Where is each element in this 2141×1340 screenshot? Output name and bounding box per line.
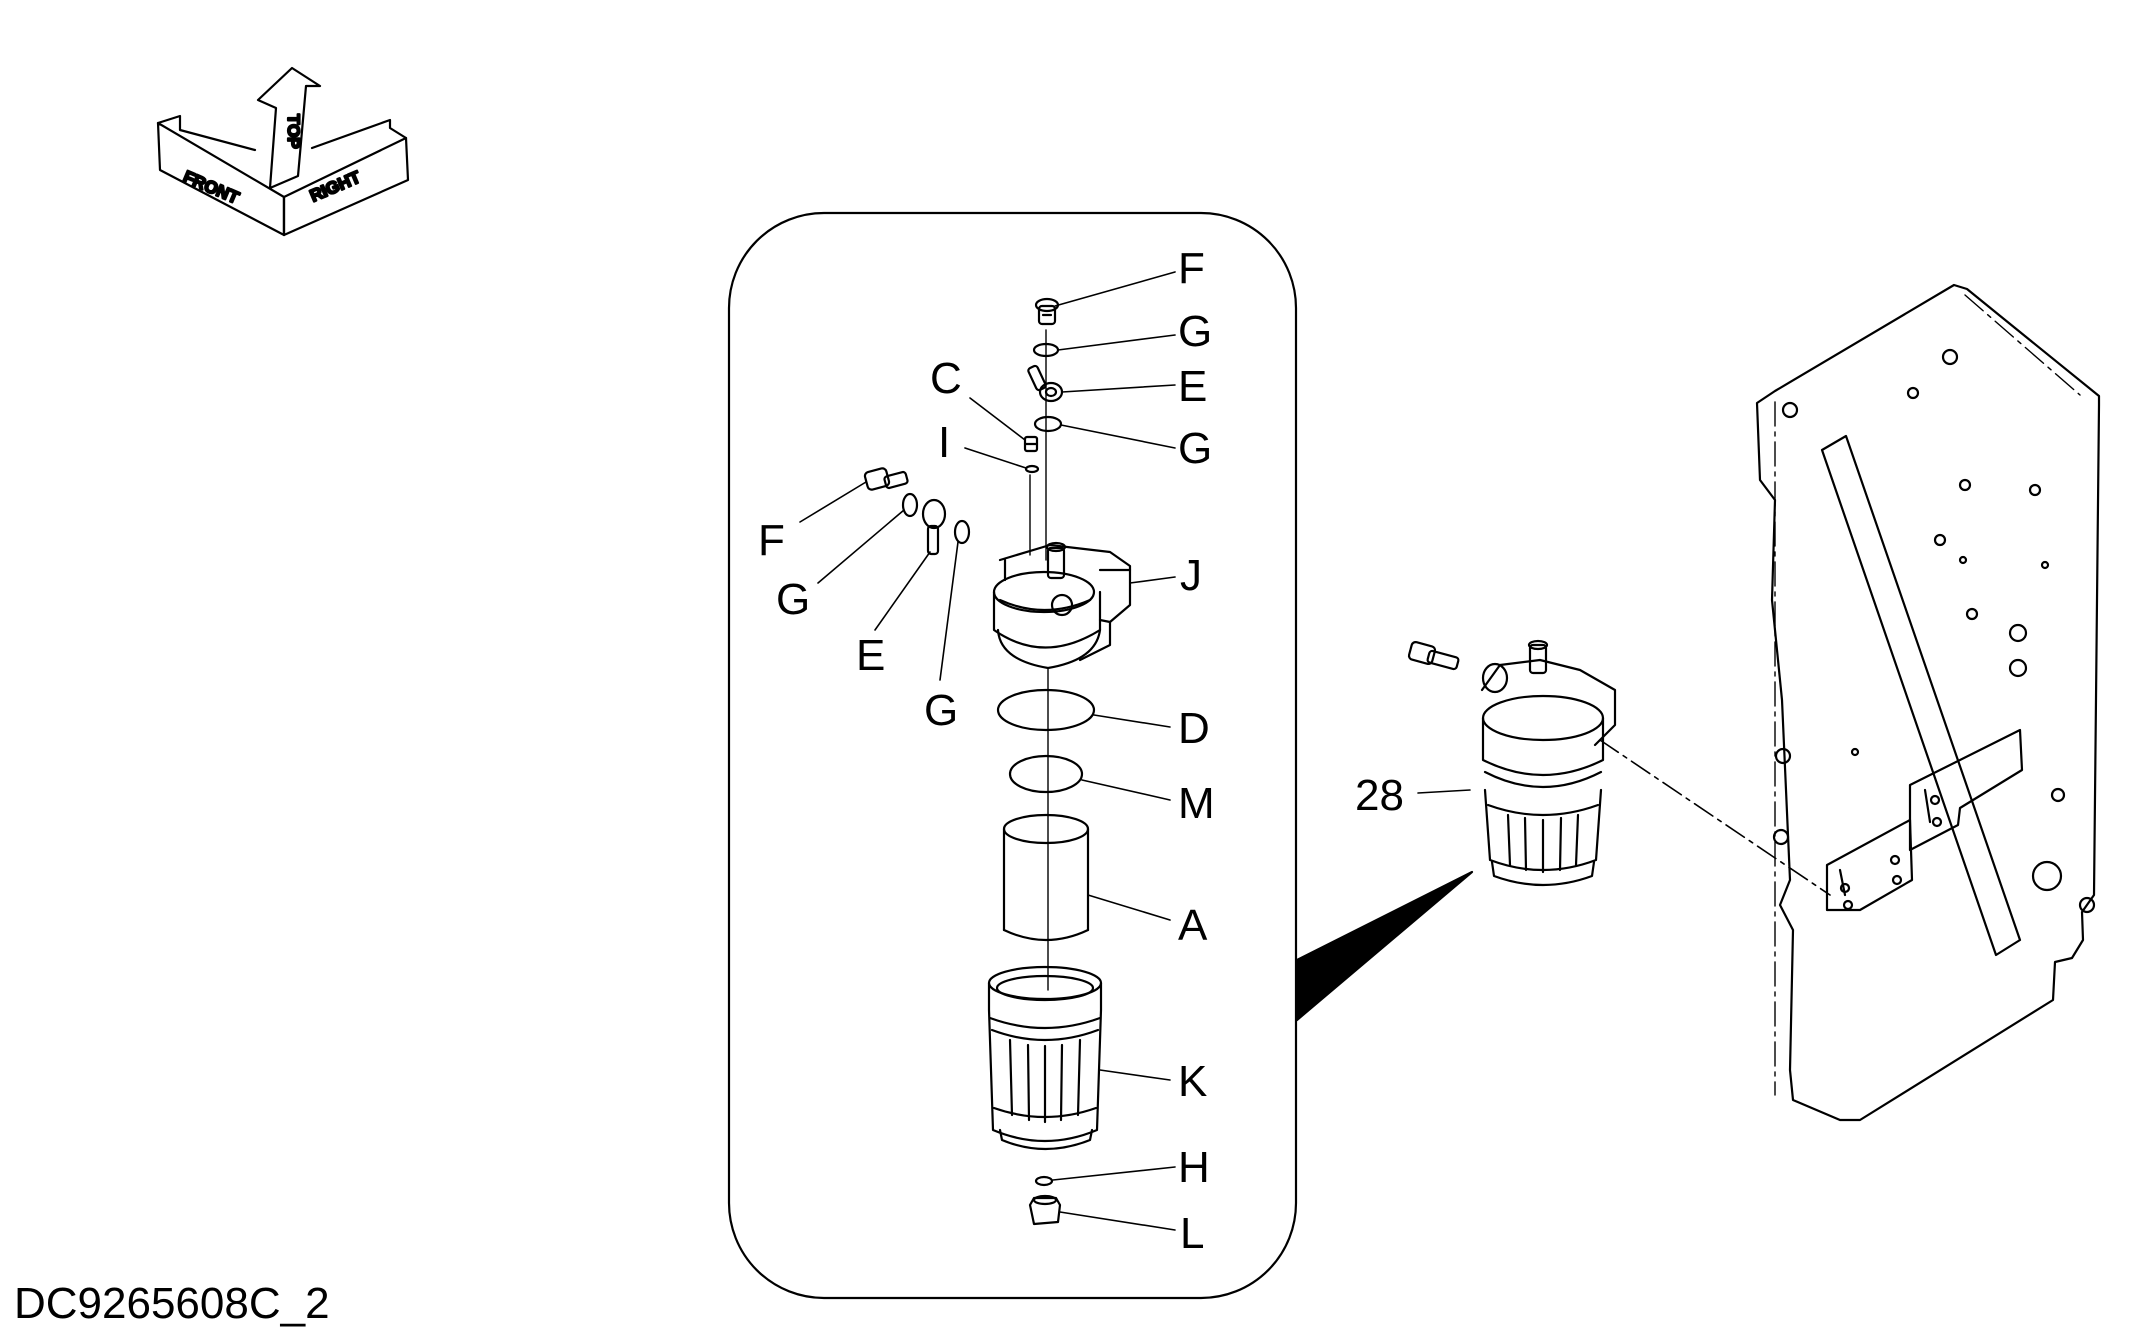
part-washer-left-lower xyxy=(953,519,971,545)
detail-pointer xyxy=(1295,870,1474,1022)
callout-d: D xyxy=(1178,704,1210,753)
part-oring-d xyxy=(996,688,1096,732)
callout-g-lower: G xyxy=(924,686,958,735)
part-banjo-top xyxy=(1027,364,1064,403)
callout-l: L xyxy=(1180,1209,1204,1258)
part-oring-i xyxy=(1024,464,1040,474)
part-banjo-left xyxy=(921,498,947,556)
leader-lines xyxy=(799,271,1471,1231)
callout-g-left: G xyxy=(776,575,810,624)
callout-k: K xyxy=(1178,1057,1207,1106)
callout-j: J xyxy=(1180,551,1202,600)
callout-f-left: F xyxy=(758,516,785,565)
mounting-plate xyxy=(1755,283,2101,1122)
part-filter-head-j xyxy=(992,541,1132,670)
part-bolt-top xyxy=(1034,297,1060,326)
callout-a: A xyxy=(1178,901,1208,950)
part-bowl-k xyxy=(987,965,1103,1151)
part-oring-h xyxy=(1034,1175,1054,1187)
callout-f-top: F xyxy=(1178,244,1205,293)
callout-g-1: G xyxy=(1178,307,1212,356)
part-washer-left xyxy=(901,492,919,518)
part-oring-m xyxy=(1008,754,1084,794)
callout-c: C xyxy=(930,354,962,403)
callout-h: H xyxy=(1178,1143,1210,1192)
callout-i: I xyxy=(938,418,950,467)
callout-g-2: G xyxy=(1178,424,1212,473)
orientation-top-label: TOP xyxy=(284,114,303,149)
part-drain-l xyxy=(1028,1194,1062,1226)
part-bolt-left xyxy=(863,467,909,491)
callout-m: M xyxy=(1178,779,1215,828)
orientation-indicator xyxy=(156,66,410,237)
drawing-id: DC9265608C_2 xyxy=(14,1279,330,1328)
callout-e-top: E xyxy=(1178,362,1207,411)
assembled-filter xyxy=(1407,639,1617,887)
item-number-28: 28 xyxy=(1355,771,1404,820)
callout-e-left: E xyxy=(856,631,885,680)
mounting-axis xyxy=(1599,739,1831,896)
part-washer-g2 xyxy=(1033,415,1063,433)
part-plug-c xyxy=(1023,435,1039,453)
part-filter-element-a xyxy=(1002,813,1090,942)
detail-frame xyxy=(727,211,1298,1300)
